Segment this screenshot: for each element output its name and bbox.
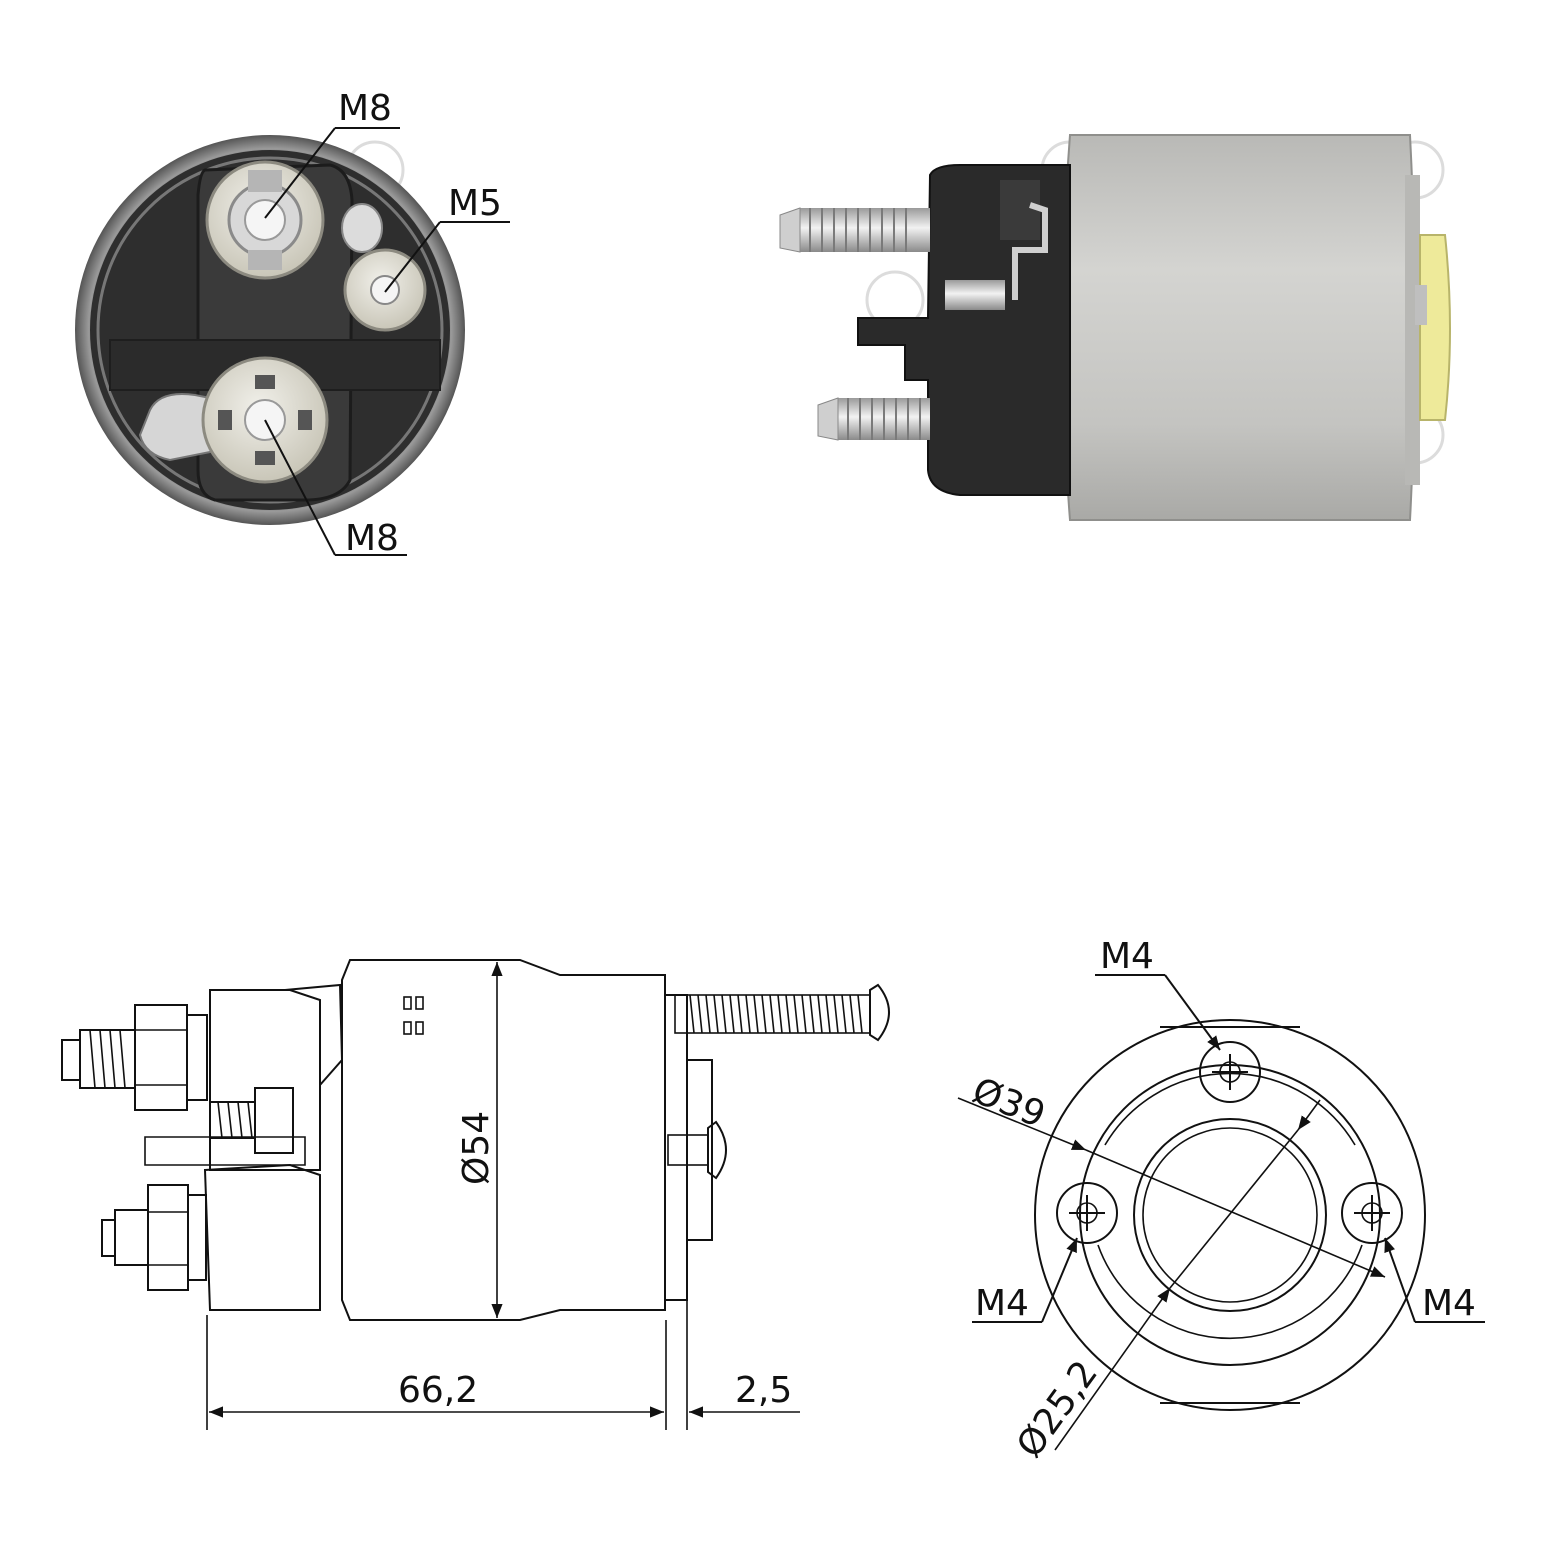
hole-top xyxy=(1199,1041,1261,1103)
body-outline xyxy=(341,959,666,1321)
bore-inner xyxy=(1142,1127,1318,1303)
top-stud xyxy=(800,208,930,252)
hole-left xyxy=(1056,1182,1118,1244)
callout-m5: M5 xyxy=(448,183,502,224)
callout-hole-left-m4: M4 xyxy=(975,1283,1029,1324)
bore-outer xyxy=(1133,1118,1327,1312)
top-terminal-m8 xyxy=(205,160,325,280)
plunger-seal xyxy=(1419,234,1451,421)
dim-bolt-circle-39: Ø39 xyxy=(967,1070,1051,1136)
small-terminal-m5 xyxy=(343,248,427,332)
side-drawing: Ø54 66,2 2,5 xyxy=(61,959,890,1430)
small-stud xyxy=(341,203,383,253)
dim-bore-25-2: Ø25,2 xyxy=(1009,1353,1106,1465)
dim-offset-2-5: 2,5 xyxy=(735,1370,792,1411)
callout-hole-right-m4: M4 xyxy=(1422,1283,1476,1324)
end-view-photo: M8 M5 M8 xyxy=(75,88,510,559)
housing xyxy=(1061,134,1416,521)
hole-right xyxy=(1341,1182,1403,1244)
side-view-photo xyxy=(779,134,1451,521)
callout-bottom-m8: M8 xyxy=(345,518,399,559)
drawing-middle-bolt xyxy=(209,1087,294,1154)
dim-length-66-2: 66,2 xyxy=(398,1370,478,1411)
dim-diameter-54: Ø54 xyxy=(456,1111,497,1185)
middle-stud xyxy=(945,280,1005,310)
drawing-bottom-bolt xyxy=(101,1184,207,1291)
drawing-top-bolt xyxy=(61,1004,208,1111)
front-drawing: M4 M4 M4 Ø39 Ø25,2 xyxy=(957,936,1485,1465)
callout-top-m8: M8 xyxy=(338,88,392,129)
outer-circle xyxy=(1034,1019,1426,1411)
callout-hole-top-m4: M4 xyxy=(1100,936,1154,977)
